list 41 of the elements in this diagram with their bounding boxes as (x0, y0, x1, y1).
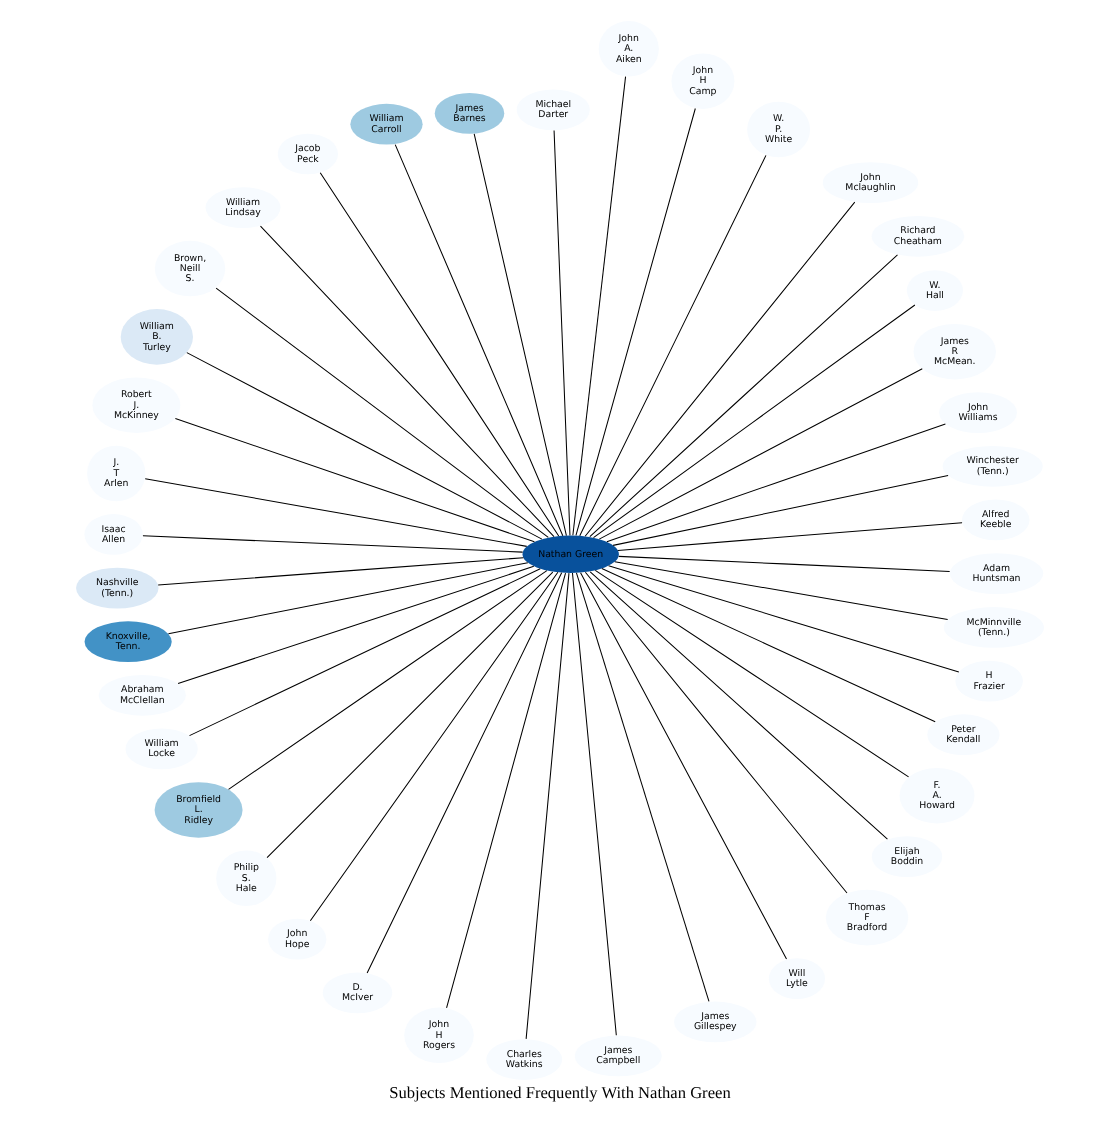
connector (524, 572, 569, 1040)
connector (574, 572, 709, 1002)
connector (265, 571, 553, 859)
connector (166, 562, 528, 635)
connector (613, 561, 948, 620)
connector (611, 475, 948, 546)
connector (605, 423, 945, 543)
connector (143, 478, 527, 547)
connector (318, 172, 559, 537)
connector (593, 569, 909, 778)
connector (588, 254, 897, 538)
connector (591, 304, 915, 539)
connector (173, 418, 534, 543)
connector (600, 568, 935, 723)
connector (578, 154, 766, 537)
connector (616, 522, 962, 551)
connector (597, 368, 922, 540)
connector (583, 571, 847, 894)
connector (607, 565, 959, 673)
connector (617, 555, 950, 572)
connector (185, 352, 542, 540)
connector (393, 144, 563, 537)
connector (227, 570, 547, 790)
connector (308, 571, 558, 922)
connector (579, 572, 787, 960)
connector (258, 225, 554, 538)
connector (574, 108, 695, 536)
connector (588, 571, 887, 840)
connector (571, 76, 626, 536)
connector (552, 129, 570, 536)
connector (188, 568, 540, 737)
connector (445, 572, 566, 1009)
connector (214, 287, 548, 538)
connector (156, 557, 523, 586)
connector (583, 201, 855, 537)
connector (570, 572, 616, 1036)
connector (176, 565, 534, 685)
connector (141, 535, 523, 553)
connector (365, 572, 562, 974)
diagram-title: Subjects Mentioned Frequently With Nathan Green (388, 1083, 730, 1102)
connector (472, 133, 566, 537)
